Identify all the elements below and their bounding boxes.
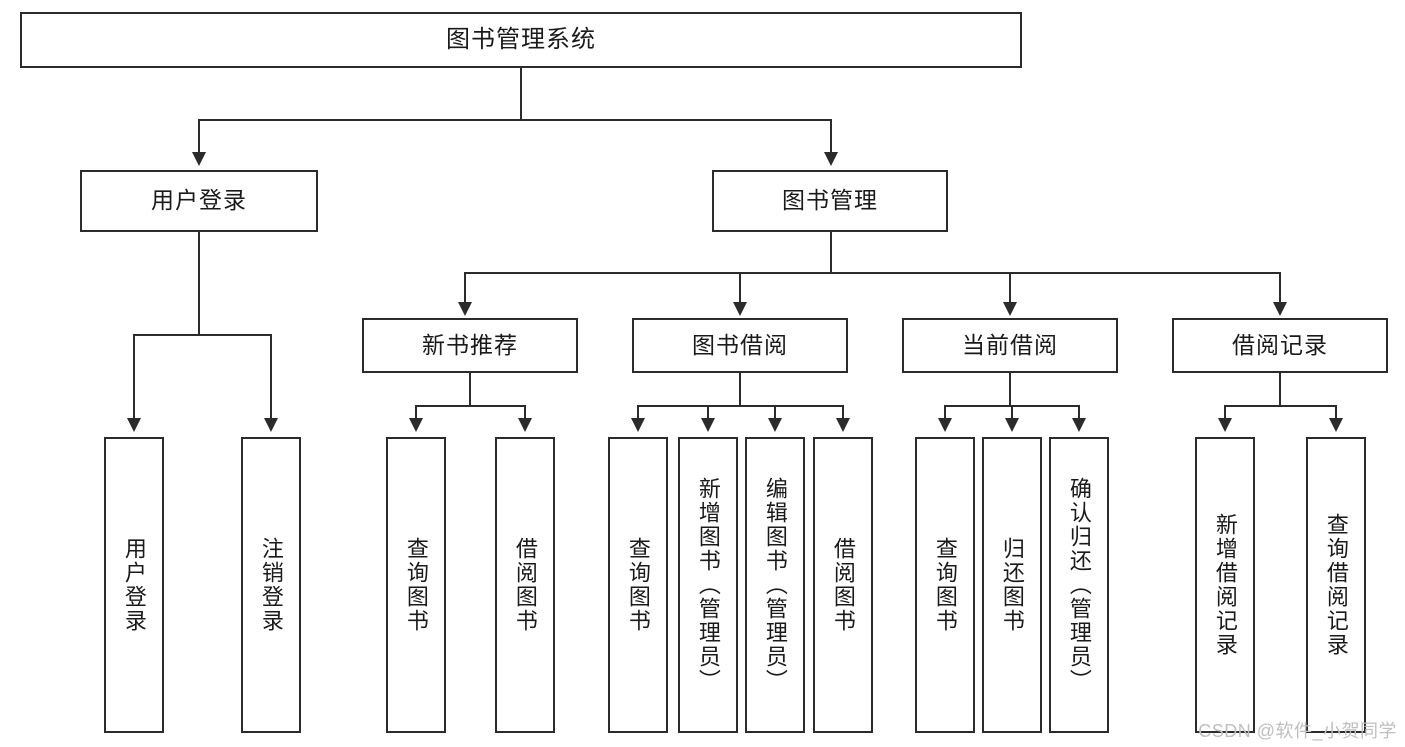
leaf-new-book-borrow[interactable]: 借阅图书 [495,437,555,733]
node-label: 图书借阅 [692,331,788,358]
node-book-management[interactable]: 图书管理 [712,170,948,232]
connector-bb-to-leaf-2 [707,405,709,420]
arrow-bb-to-leaf-4 [836,418,850,432]
node-user-login[interactable]: 用户登录 [80,170,318,232]
connector-bb-to-leaf-3 [774,405,776,420]
leaf-borrow-record-query[interactable]: 查询借阅记录 [1306,437,1366,733]
node-label: 新增图书（管理员） [695,477,721,693]
node-label: 图书管理 [782,187,878,214]
node-book-borrow[interactable]: 图书借阅 [632,318,848,373]
leaf-current-borrow-query[interactable]: 查询图书 [915,437,975,733]
arrow-root-to-book-management [824,152,838,166]
connector-cb-to-leaf-1 [944,405,946,420]
node-label: 查询图书 [932,537,958,633]
connector-user-login-stem [198,232,200,336]
connector-new-book-stem [469,373,471,407]
arrow-root-to-user-login [192,152,206,166]
connector-cb-to-leaf-2 [1011,405,1013,420]
node-label: 新书推荐 [422,331,518,358]
watermark-text: CSDN @软件_小贺同学 [1198,721,1397,741]
connector-nb-to-leaf-2 [524,405,526,420]
leaf-book-borrow-edit-admin[interactable]: 编辑图书（管理员） [745,437,805,733]
connector-bm-to-borrow-record [1279,272,1281,304]
arrow-nb-to-leaf-1 [409,418,423,432]
arrow-nb-to-leaf-2 [518,418,532,432]
node-borrow-record[interactable]: 借阅记录 [1172,318,1388,373]
connector-cb-to-leaf-3 [1078,405,1080,420]
arrow-bb-to-leaf-3 [768,418,782,432]
connector-bm-to-book-borrow [739,272,741,304]
node-label: 注销登录 [258,537,284,633]
arrow-bm-to-book-borrow [733,302,747,316]
node-label: 确认归还（管理员） [1066,477,1092,693]
connector-br-to-leaf-2 [1335,405,1337,420]
connector-book-management-stem [830,232,832,274]
leaf-book-borrow-borrow[interactable]: 借阅图书 [813,437,873,733]
arrow-br-to-leaf-2 [1329,418,1343,432]
node-label: 查询图书 [625,537,651,633]
arrow-bb-to-leaf-1 [631,418,645,432]
connector-user-login-bus [133,334,271,336]
node-label: 编辑图书（管理员） [762,477,788,693]
node-label: 查询图书 [403,537,429,633]
connector-br-to-leaf-1 [1224,405,1226,420]
connector-current-borrow-stem [1009,373,1011,407]
arrow-user-login-to-leaf-1 [127,418,141,432]
leaf-current-borrow-confirm-admin[interactable]: 确认归还（管理员） [1049,437,1109,733]
connector-root-bus [198,119,832,121]
connector-book-borrow-bus [637,405,843,407]
node-label: 图书管理系统 [446,25,596,53]
connector-root-to-book-management [830,119,832,154]
node-label: 新增借阅记录 [1212,513,1238,657]
connector-root-to-user-login [198,119,200,154]
connector-new-book-bus [415,405,525,407]
node-label: 借阅图书 [830,537,856,633]
connector-root-stem [520,68,522,120]
node-label: 用户登录 [151,187,247,214]
node-new-book-recommend[interactable]: 新书推荐 [362,318,578,373]
connector-book-borrow-stem [739,373,741,407]
node-current-borrow[interactable]: 当前借阅 [902,318,1118,373]
connector-user-login-to-leaf-2 [270,334,272,420]
node-label: 归还图书 [999,537,1025,633]
node-label: 借阅图书 [512,537,538,633]
connector-nb-to-leaf-1 [415,405,417,420]
arrow-br-to-leaf-1 [1218,418,1232,432]
connector-bm-to-current-borrow [1009,272,1011,304]
node-label: 借阅记录 [1232,331,1328,358]
leaf-user-login-login[interactable]: 用户登录 [104,437,164,733]
arrow-user-login-to-leaf-2 [264,418,278,432]
arrow-cb-to-leaf-1 [938,418,952,432]
node-label: 当前借阅 [962,331,1058,358]
arrow-cb-to-leaf-2 [1005,418,1019,432]
node-label: 用户登录 [121,537,147,633]
arrow-bm-to-new-book [458,302,472,316]
connector-user-login-to-leaf-1 [133,334,135,420]
leaf-current-borrow-return[interactable]: 归还图书 [982,437,1042,733]
node-label: 查询借阅记录 [1323,513,1349,657]
connector-book-management-bus [464,272,1280,274]
node-root-book-management-system[interactable]: 图书管理系统 [20,12,1022,68]
connector-bb-to-leaf-1 [637,405,639,420]
connector-bm-to-new-book [464,272,466,304]
arrow-bm-to-current-borrow [1003,302,1017,316]
arrow-cb-to-leaf-3 [1072,418,1086,432]
leaf-new-book-query[interactable]: 查询图书 [386,437,446,733]
connector-borrow-record-stem [1279,373,1281,407]
connector-borrow-record-bus [1224,405,1336,407]
arrow-bm-to-borrow-record [1273,302,1287,316]
leaf-book-borrow-query[interactable]: 查询图书 [608,437,668,733]
arrow-bb-to-leaf-2 [701,418,715,432]
connector-bb-to-leaf-4 [842,405,844,420]
leaf-user-login-logout[interactable]: 注销登录 [241,437,301,733]
leaf-book-borrow-add-admin[interactable]: 新增图书（管理员） [678,437,738,733]
leaf-borrow-record-add[interactable]: 新增借阅记录 [1195,437,1255,733]
